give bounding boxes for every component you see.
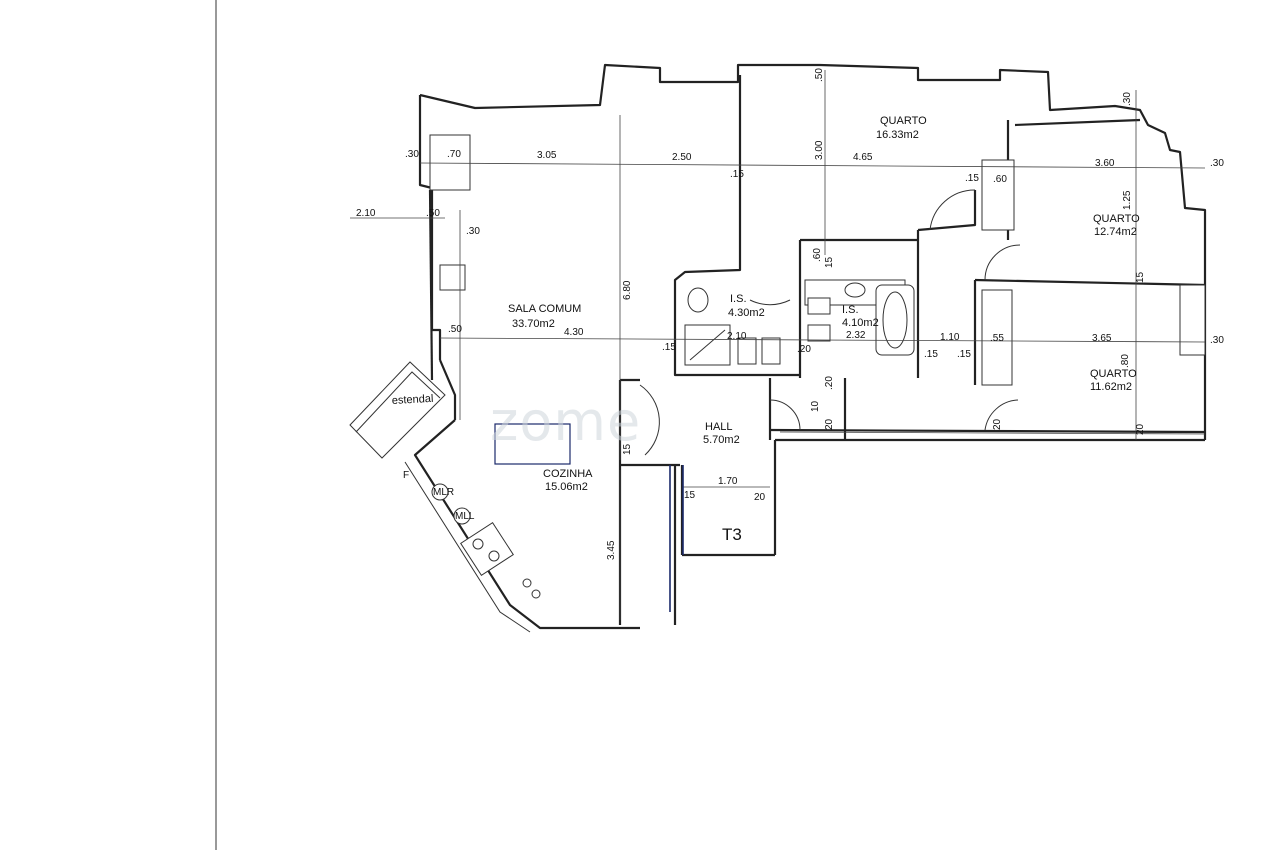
toilet bbox=[737, 337, 757, 365]
room-area-cozinha: 15.06m2 bbox=[545, 481, 588, 493]
room-area-quarto-1: 16.33m2 bbox=[876, 129, 919, 141]
dim-label: 3.60 bbox=[1095, 158, 1115, 169]
dim-label: 3.00 bbox=[814, 140, 825, 160]
estendal-box bbox=[349, 361, 446, 459]
room-area-quarto-2: 12.74m2 bbox=[1094, 226, 1137, 238]
estendal-label: estendal bbox=[392, 393, 434, 407]
dim-label: 20 bbox=[754, 492, 766, 503]
dim-label: 15 bbox=[684, 490, 696, 501]
dim-label: 1.70 bbox=[718, 476, 738, 487]
dim-label: .50 bbox=[426, 208, 440, 219]
appliance-label-f: F bbox=[403, 470, 409, 481]
room-name-is-1: I.S. bbox=[730, 293, 747, 305]
dim-label: 2.10 bbox=[356, 208, 376, 219]
dim-label: 20 bbox=[992, 418, 1003, 430]
dim-label: 15 bbox=[622, 443, 633, 455]
dim-label: 3.45 bbox=[606, 540, 617, 560]
room-area-sala: 33.70m2 bbox=[512, 318, 555, 330]
dim-label: .30 bbox=[1122, 92, 1133, 106]
bidet bbox=[761, 337, 781, 365]
dim-label: 3.05 bbox=[537, 150, 557, 161]
dim-label: 20 bbox=[1135, 423, 1146, 435]
dim-label: 15 bbox=[824, 256, 835, 268]
sink bbox=[687, 287, 709, 313]
dim-label: 4.30 bbox=[564, 327, 584, 338]
dim-label: 10 bbox=[810, 400, 821, 412]
dim-label: 2.50 bbox=[672, 152, 692, 163]
dim-label: 3.65 bbox=[1092, 333, 1112, 344]
dim-label: .50 bbox=[448, 324, 462, 335]
dim-label: .50 bbox=[814, 68, 825, 82]
dim-label: .80 bbox=[1120, 354, 1131, 368]
dim-label: .30 bbox=[1210, 158, 1224, 169]
room-name-sala: SALA COMUM bbox=[508, 303, 581, 315]
room-name-cozinha: COZINHA bbox=[543, 468, 593, 480]
dim-label: .30 bbox=[466, 226, 480, 237]
kitchen-appliances: MLR MLL F bbox=[403, 470, 541, 599]
dim-label: 4.65 bbox=[853, 152, 873, 163]
toilet bbox=[807, 297, 831, 315]
room-name-quarto-3: QUARTO bbox=[1090, 368, 1137, 380]
room-name-quarto-1: QUARTO bbox=[880, 115, 927, 127]
interior-walls bbox=[429, 75, 1206, 625]
dim-label: .30 bbox=[1210, 335, 1224, 346]
sink bbox=[844, 282, 866, 298]
dim-label: .60 bbox=[812, 248, 823, 262]
room-name-is-2: I.S. bbox=[842, 304, 859, 316]
room-labels: SALA COMUM 33.70m2 QUARTO 16.33m2 QUARTO… bbox=[392, 115, 1141, 544]
dim-label: .15 bbox=[965, 173, 979, 184]
dim-label: .55 bbox=[990, 333, 1004, 344]
outer-walls bbox=[349, 63, 1207, 633]
dim-label: 1.10 bbox=[940, 332, 960, 343]
room-name-hall: HALL bbox=[705, 421, 733, 433]
dim-label: 20 bbox=[824, 418, 835, 430]
watermark: zome bbox=[490, 390, 641, 453]
dim-label: .60 bbox=[993, 174, 1007, 185]
dim-label: 15 bbox=[1135, 271, 1146, 283]
room-area-is-1: 4.30m2 bbox=[728, 307, 765, 319]
dim-label: .15 bbox=[957, 349, 971, 360]
bathtub bbox=[875, 284, 915, 356]
room-name-quarto-2: QUARTO bbox=[1093, 213, 1140, 225]
dim-label: .70 bbox=[447, 149, 461, 160]
unit-label: T3 bbox=[722, 525, 742, 544]
dimension-lines bbox=[350, 70, 1206, 620]
room-area-is-2: 4.10m2 bbox=[842, 317, 879, 329]
appliance-label-mlr: MLR bbox=[433, 487, 454, 498]
room-area-quarto-3: 11.62m2 bbox=[1090, 381, 1132, 393]
dim-label: .15 bbox=[924, 349, 938, 360]
room-area-hall: 5.70m2 bbox=[703, 434, 740, 446]
blue-marker-box bbox=[494, 423, 571, 465]
dimension-labels: .30 .70 3.05 2.50 .15 4.65 .15 .60 3.60 … bbox=[356, 68, 1224, 560]
bathroom-fixtures bbox=[684, 279, 915, 366]
dim-label: 2.10 bbox=[727, 331, 747, 342]
dim-label: 6.80 bbox=[622, 280, 633, 300]
dim-label: .30 bbox=[405, 149, 419, 160]
appliance-label-mll: MLL bbox=[455, 511, 475, 522]
dim-label: 2.32 bbox=[846, 330, 866, 341]
dim-label: .20 bbox=[824, 376, 835, 390]
dim-label: 1.25 bbox=[1122, 190, 1133, 210]
door-swings bbox=[639, 189, 1021, 456]
bidet bbox=[807, 324, 831, 342]
dim-label: .15 bbox=[730, 169, 744, 180]
dim-label: .20 bbox=[797, 344, 811, 355]
dim-label: .15 bbox=[662, 342, 676, 353]
